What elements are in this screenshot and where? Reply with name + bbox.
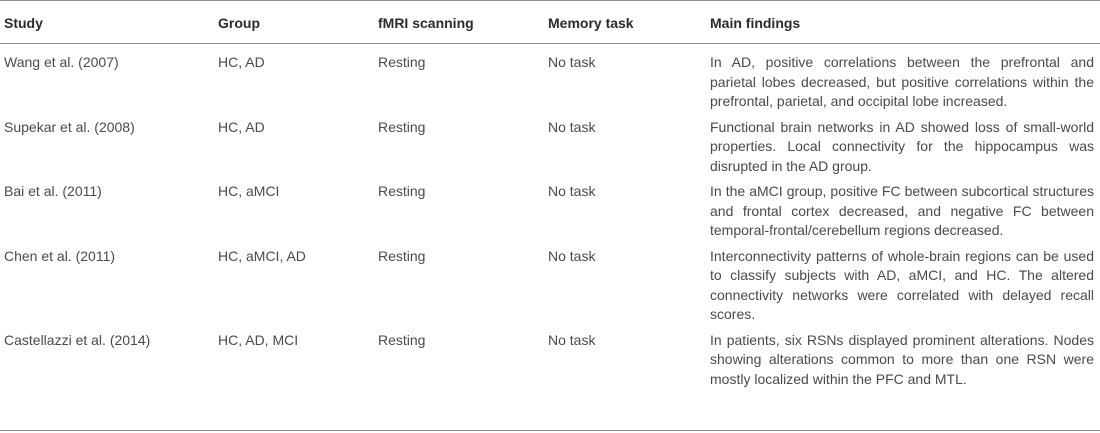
cell-study: Castellazzi et al. (2014) [4,331,151,348]
cell-fmri: Resting [378,54,426,70]
cell-main-findings: In AD, positive correlations between the… [710,54,1094,109]
cell-main-findings: Functional brain networks in AD showed l… [710,118,1094,174]
cell-group: HC, aMCI [218,183,280,199]
table-body: Wang et al. (2007) HC, AD Resting No tas… [0,44,1100,392]
cell-fmri: Resting [378,331,426,348]
header-study: Study [0,0,214,44]
cell-group: HC, AD [218,118,265,135]
cell-main-findings: In the aMCI group, positive FC between s… [710,183,1094,238]
cell-study: Chen et al. (2011) [4,247,116,264]
cell-memory-task: No task [548,54,596,70]
cell-main-findings: Interconnectivity patterns of whole-brai… [710,247,1094,323]
table-bottom-rule [0,430,1100,431]
table-row: Chen et al. (2011) HC, aMCI, AD Resting … [0,243,1100,327]
cell-study: Wang et al. (2007) [4,54,119,70]
cell-study: Bai et al. (2011) [4,183,102,199]
cell-memory-task: No task [548,118,596,135]
table-row: Supekar et al. (2008) HC, AD Resting No … [0,114,1100,179]
table-row: Castellazzi et al. (2014) HC, AD, MCI Re… [0,327,1100,392]
table-row: Bai et al. (2011) HC, aMCI Resting No ta… [0,178,1100,243]
cell-group: HC, AD, MCI [218,331,299,348]
cell-memory-task: No task [548,247,596,264]
header-memory-task: Memory task [544,0,706,44]
cell-fmri: Resting [378,183,426,199]
header-fmri-scanning: fMRI scanning [374,0,544,44]
studies-table: Study Group fMRI scanning Memory task Ma… [0,0,1100,392]
cell-memory-task: No task [548,331,596,348]
cell-group: HC, aMCI, AD [218,247,306,264]
cell-main-findings: In patients, six RSNs displayed prominen… [710,331,1094,387]
cell-memory-task: No task [548,183,596,199]
header-row: Study Group fMRI scanning Memory task Ma… [0,0,1100,44]
cell-fmri: Resting [378,118,426,135]
header-main-findings: Main findings [706,0,1100,44]
cell-group: HC, AD [218,54,265,70]
table-header: Study Group fMRI scanning Memory task Ma… [0,0,1100,44]
table-row: Wang et al. (2007) HC, AD Resting No tas… [0,44,1100,114]
cell-study: Supekar et al. (2008) [4,118,135,135]
header-group: Group [214,0,374,44]
cell-fmri: Resting [378,247,426,264]
